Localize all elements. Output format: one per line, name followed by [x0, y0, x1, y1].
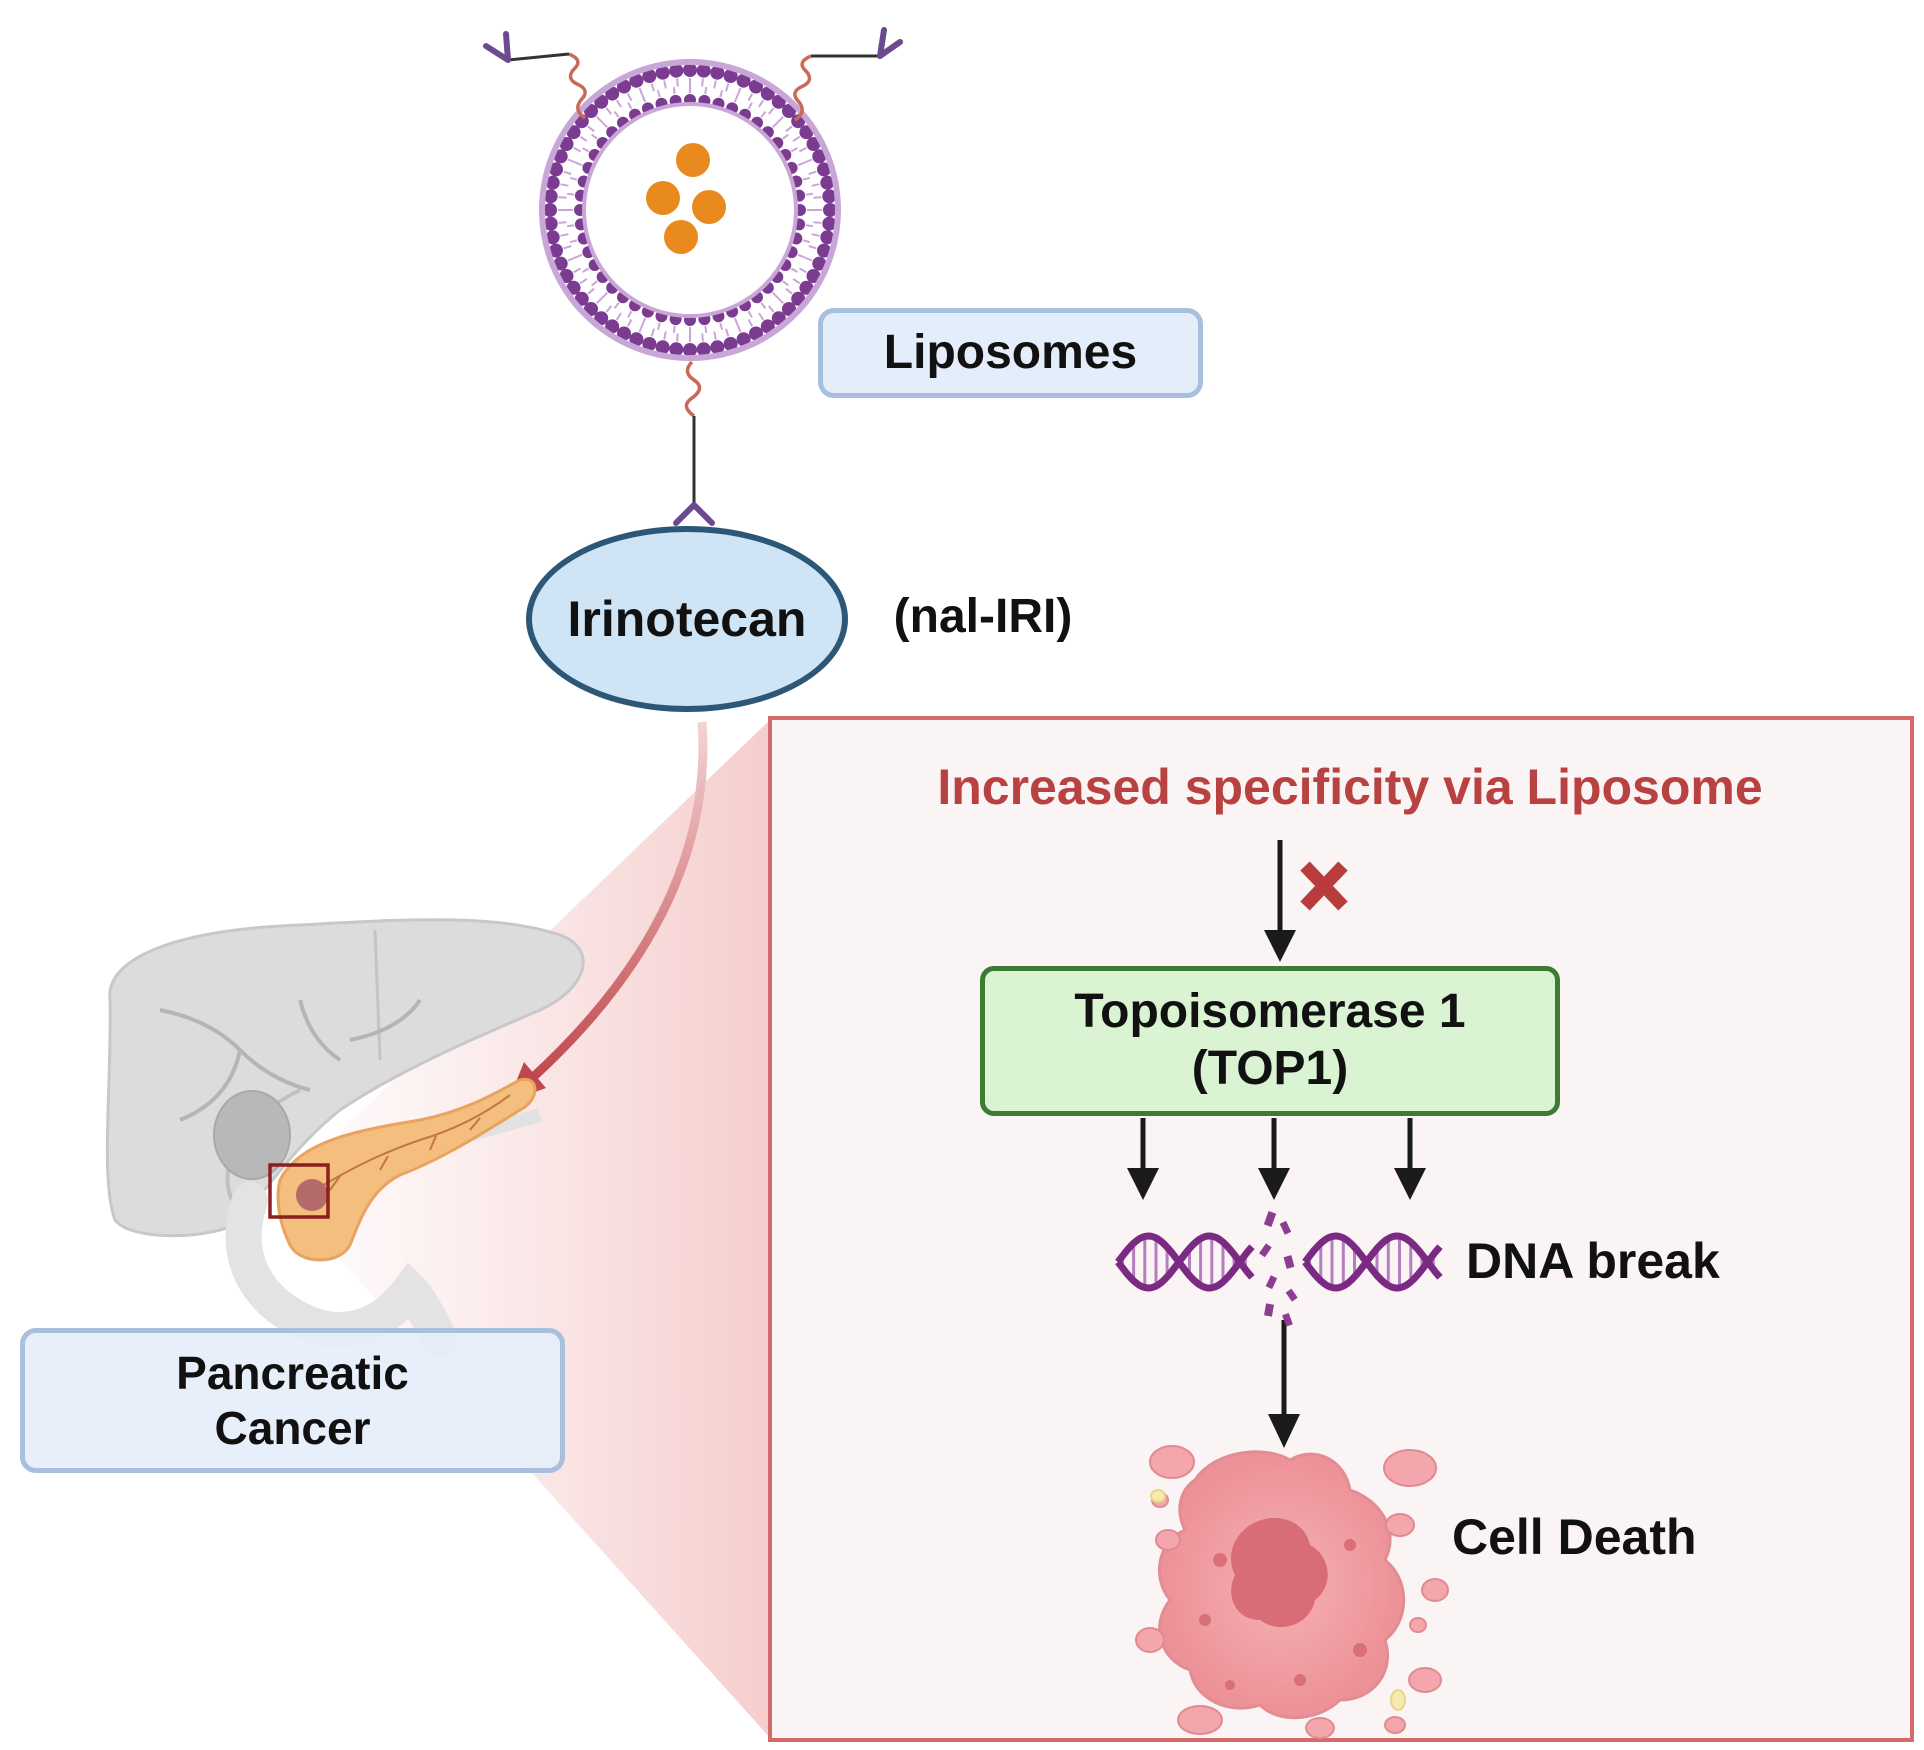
tumor-region-marker	[268, 1163, 330, 1219]
nal-iri-label: (nal-IRI)	[893, 589, 1073, 643]
x-mark-icon	[1300, 861, 1348, 911]
panel-title: Increased specificity via Liposome	[937, 758, 1763, 815]
dna-fragments	[1259, 1211, 1298, 1327]
top1-box: Topoisomerase 1 (TOP1)	[980, 966, 1560, 1116]
irinotecan-label: Irinotecan	[567, 590, 807, 647]
top1-label-line2: (TOP1)	[1191, 1042, 1349, 1095]
cell-death-label: Cell Death	[1452, 1508, 1697, 1565]
liposomes-label-box: Liposomes	[818, 308, 1203, 398]
dna-break-label: DNA break	[1466, 1232, 1720, 1289]
antibody-icon-right	[793, 27, 903, 122]
top1-label-line1: Topoisomerase 1	[1074, 985, 1466, 1039]
dying-cell-icon	[1135, 1445, 1449, 1739]
liposome-icon	[539, 59, 841, 361]
antibody-icon-left	[483, 31, 587, 120]
irinotecan-ellipse: Irinotecan	[526, 526, 848, 712]
dna-helix-icon	[1115, 1211, 1443, 1327]
flow-arrows	[1127, 840, 1426, 1448]
pancreatic-label-line1: Pancreatic	[176, 1347, 409, 1400]
antibody-icon-bottom	[673, 360, 715, 526]
pancreatic-label-line2: Cancer	[214, 1401, 371, 1454]
pancreatic-cancer-box: Pancreatic Cancer	[20, 1328, 565, 1473]
delivery-arrow	[526, 721, 708, 1084]
zoom-cone	[300, 718, 772, 1740]
drug-particle-icon	[646, 143, 726, 254]
liposomes-label: Liposomes	[883, 325, 1138, 379]
